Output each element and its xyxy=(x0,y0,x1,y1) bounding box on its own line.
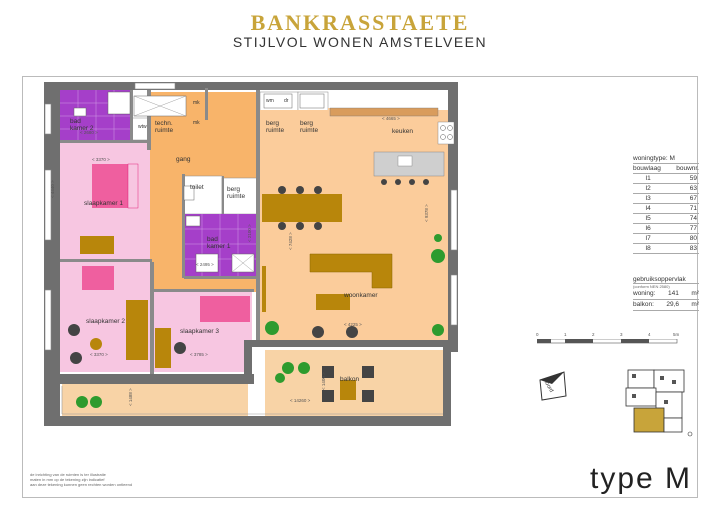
label-balkon: balkon xyxy=(340,376,360,383)
brand-subtitle: STIJLVOL WONEN AMSTELVEEN xyxy=(232,34,488,50)
label-slaapkamer-3: slaapkamer 3 xyxy=(180,328,220,335)
scale-bar: 0 1 2 3 4 5m xyxy=(536,332,680,346)
coffee-table xyxy=(316,294,350,310)
label-wtw: wtw xyxy=(138,124,147,130)
dim-3370-b: < 3370 > xyxy=(90,352,108,357)
area-woning-label: woning: xyxy=(633,290,656,297)
area-subtitle: (conform NEN 2580) xyxy=(633,284,670,289)
dim-3370-a: < 3370 > xyxy=(92,157,110,162)
dim-4665: < 4665 > xyxy=(382,116,400,121)
bed-1 xyxy=(92,164,130,208)
dim-14260: < 14260 > xyxy=(290,398,311,403)
room-berg-3 xyxy=(221,177,259,215)
dim-1488: < 1488 > xyxy=(128,388,133,406)
area-balkon-label: balkon: xyxy=(633,301,654,308)
north-arrow-icon xyxy=(539,371,567,401)
sofa xyxy=(309,253,393,289)
area-title: gebruiksoppervlak xyxy=(633,276,699,284)
label-slaapkamer-2: slaapkamer 2 xyxy=(86,318,126,325)
dim-3785: < 3785 > xyxy=(190,352,208,357)
label-berg-2: berg ruimte xyxy=(300,120,319,134)
area-woning-unit: m² xyxy=(691,290,699,297)
dim-2100: < 2100 > xyxy=(247,224,252,242)
dim-2680: < 2680 > xyxy=(80,130,98,135)
sheet-border xyxy=(22,76,698,498)
scale-label-4: 4 xyxy=(648,332,651,337)
dim-9378: < 9378 > xyxy=(424,204,429,222)
disclaimer: de inrichting van de ruimten is ter illu… xyxy=(30,472,133,487)
label-toilet: toilet xyxy=(190,184,204,191)
woningtype-header-left: bouwlaag xyxy=(633,165,661,172)
room-living xyxy=(260,110,455,342)
kitchen-counter-back xyxy=(329,107,439,117)
label-dr: dr xyxy=(284,98,289,104)
label-badkamer-2: bad kamer 2 xyxy=(70,118,94,132)
label-slaapkamer-1: slaapkamer 1 xyxy=(84,200,124,207)
label-mk-1: mk xyxy=(193,100,200,106)
scale-label-2: 2 xyxy=(592,332,595,337)
room-balkon-bottom xyxy=(62,384,248,416)
label-badkamer-1: bad kamer 1 xyxy=(207,236,231,250)
type-label: type M xyxy=(590,462,693,495)
kitchen-sink xyxy=(397,155,413,167)
label-techn: techn. ruimte xyxy=(155,120,174,134)
woningtype-header-right: bouwnr. xyxy=(676,165,699,172)
label-woonkamer: woonkamer xyxy=(344,292,378,299)
scale-label-0: 0 xyxy=(536,332,539,337)
scale-label-3: 3 xyxy=(620,332,623,337)
bed-2 xyxy=(82,266,114,290)
label-wm: wm xyxy=(266,98,274,104)
label-gang: gang xyxy=(176,156,191,163)
compass: noord xyxy=(536,370,570,404)
label-berg-1: berg ruimte xyxy=(266,120,285,134)
area-balkon-unit: m² xyxy=(691,301,699,308)
dining-table xyxy=(262,194,342,222)
dim-4225: < 4225 > xyxy=(344,322,362,327)
label-keuken: keuken xyxy=(392,128,413,135)
scale-label-5: 5m xyxy=(673,332,680,337)
area-balkon-value: 29,6 xyxy=(666,301,680,308)
key-plan xyxy=(625,369,693,437)
brand-title: BANKRASSTAETE xyxy=(250,10,470,35)
area-table: gebruiksoppervlak (conform NEN 2580) won… xyxy=(633,276,699,311)
dim-7428: < 7428 > xyxy=(288,232,293,250)
dim-1400: < 1400 > xyxy=(321,372,326,390)
label-berg-3: berg ruimte xyxy=(227,186,246,200)
woningtype-label: woningtype: M xyxy=(633,154,699,164)
bed-3 xyxy=(200,296,250,322)
scale-label-1: 1 xyxy=(564,332,567,337)
area-woning-value: 141 xyxy=(667,290,679,297)
dim-4440: < 4440 > xyxy=(50,180,55,198)
label-mk-2: mk xyxy=(193,120,200,126)
dim-2495: < 2495 > xyxy=(196,262,214,267)
